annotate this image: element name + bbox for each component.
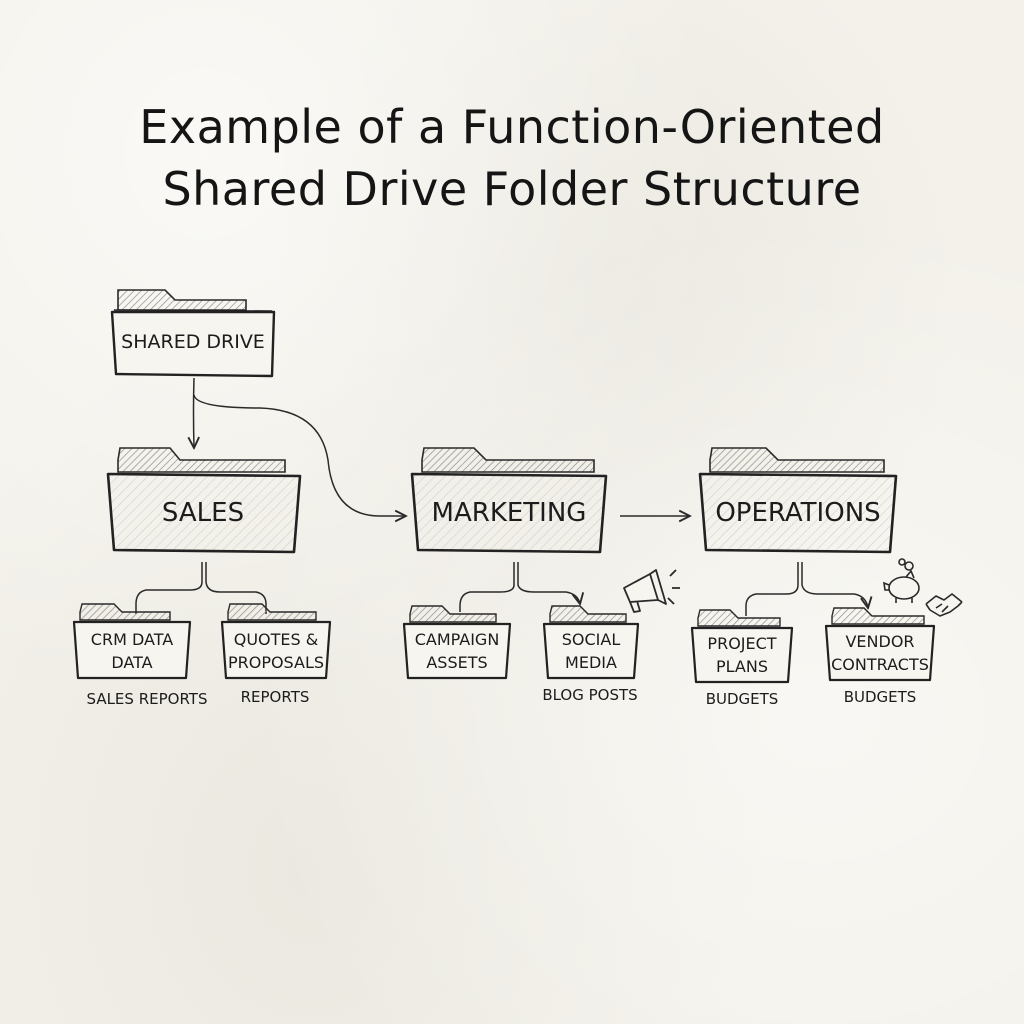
sub-folder-label-line-2: PLANS bbox=[716, 657, 768, 676]
sub-folder-social-media-label: SOCIAL MEDIA bbox=[544, 628, 638, 674]
sub-folder-label-line-1: VENDOR bbox=[845, 632, 915, 651]
sub-folder-quotes-proposals-label: QUOTES & PROPOSALS bbox=[222, 628, 330, 674]
megaphone-icon bbox=[623, 569, 680, 613]
sub-folder-project-plans[interactable] bbox=[690, 609, 794, 684]
handshake-icon bbox=[925, 593, 963, 617]
title-line-1: Example of a Function-Oriented bbox=[139, 100, 885, 154]
sub-folder-label-line-1: CAMPAIGN bbox=[414, 630, 500, 649]
sub-folder-caption: BUDGETS bbox=[843, 688, 917, 706]
sub-folder-vendor-contracts-label: VENDOR CONTRACTS bbox=[826, 630, 934, 676]
marketing-folder-label: MARKETING bbox=[431, 498, 587, 528]
sub-folder-label-line-1: CRM DATA bbox=[90, 630, 174, 649]
sub-folder-caption: BUDGETS bbox=[705, 690, 779, 708]
sub-folder-crm-data-label: CRM DATA DATA bbox=[76, 628, 188, 674]
operations-folder-label: OPERATIONS bbox=[715, 498, 881, 528]
root-folder[interactable] bbox=[110, 289, 276, 378]
sub-folder-social-media[interactable] bbox=[542, 605, 640, 680]
sub-folder-quotes-proposals[interactable] bbox=[220, 603, 332, 680]
sub-folder-caption: SALES REPORTS bbox=[86, 690, 208, 708]
sub-folder-caption: REPORTS bbox=[240, 688, 310, 706]
piggy-bank-icon bbox=[883, 558, 920, 603]
diagram-title: Example of a Function-Oriented Shared Dr… bbox=[0, 96, 1024, 220]
sub-folder-project-plans-label: PROJECT PLANS bbox=[692, 632, 792, 678]
marketing-folder[interactable] bbox=[410, 447, 608, 554]
sub-folder-campaign-assets[interactable] bbox=[402, 605, 512, 680]
sub-folder-label-line-2: ASSETS bbox=[426, 653, 488, 672]
sub-folder-label-line-1: PROJECT bbox=[707, 634, 777, 653]
root-to-marketing-arrow bbox=[193, 394, 406, 516]
root-folder-label: SHARED DRIVE bbox=[121, 331, 265, 353]
root-to-sales-arrow bbox=[194, 377, 195, 448]
sub-folder-vendor-contracts[interactable] bbox=[824, 607, 936, 682]
sub-folder-label-line-2: CONTRACTS bbox=[831, 655, 929, 674]
sub-folder-campaign-assets-label: CAMPAIGN ASSETS bbox=[404, 628, 510, 674]
sub-folder-label-line-1: QUOTES & bbox=[233, 630, 319, 649]
operations-folder[interactable] bbox=[698, 447, 898, 554]
title-line-2: Shared Drive Folder Structure bbox=[162, 162, 862, 216]
branch-connectors bbox=[135, 562, 868, 616]
sales-folder[interactable] bbox=[106, 447, 302, 554]
sub-folder-crm-data[interactable] bbox=[72, 603, 192, 680]
sub-folder-label-line-2: DATA bbox=[111, 653, 153, 672]
sub-folder-caption: BLOG POSTS bbox=[542, 686, 638, 704]
sales-folder-label: SALES bbox=[161, 498, 245, 528]
sub-folder-label-line-1: SOCIAL bbox=[561, 630, 621, 649]
sub-folder-label-line-2: PROPOSALS bbox=[227, 653, 325, 672]
sub-folder-label-line-2: MEDIA bbox=[565, 653, 617, 672]
